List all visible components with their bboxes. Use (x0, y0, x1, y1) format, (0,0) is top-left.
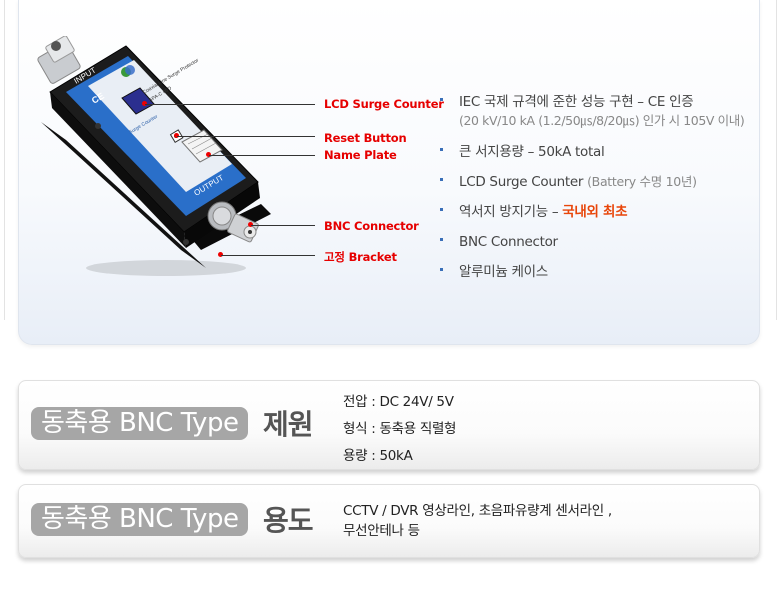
bullet-icon (440, 268, 443, 271)
usage-type-pill: 동축용 BNC Type (31, 503, 249, 536)
callout-line-bracket (221, 255, 315, 256)
bullet-icon (440, 238, 443, 241)
bullet-icon (440, 208, 443, 211)
right-border-line (776, 0, 777, 320)
usage-line-1: CCTV / DVR 영상라인, 초음파유량계 센서라인 , (343, 503, 612, 519)
feature-item: LCD Surge Counter (Battery 수명 10년) (440, 172, 760, 202)
feature-item: BNC Connector (440, 232, 760, 262)
usage-box: 동축용 BNC Type 용도 CCTV / DVR 영상라인, 초음파유량계 … (18, 484, 760, 558)
feature-text: LCD Surge Counter (459, 174, 584, 190)
feature-text: IEC 국제 규격에 준한 성능 구현 – CE 인증 (459, 94, 694, 110)
feature-text: 알루미늄 케이스 (459, 264, 548, 280)
callout-name-plate: Name Plate (324, 148, 397, 162)
spec-type: 형식 : 동축용 직렬형 (343, 421, 457, 437)
callout-line-reset (177, 136, 315, 137)
callout-line-nameplate (209, 155, 315, 156)
callout-dot-bnc (248, 222, 253, 227)
left-border-line (4, 0, 5, 320)
feature-subtext: (20 kV/10 kA (1.2/50㎲/8/20㎲) 인가 시 105V 이… (459, 113, 745, 128)
spec-voltage: 전압 : DC 24V/ 5V (343, 394, 454, 410)
bullet-icon (440, 178, 443, 181)
spec-type-pill: 동축용 BNC Type (31, 407, 249, 440)
feature-text: 큰 서지용량 – 50kA total (459, 144, 605, 160)
usage-title: 용도 (263, 504, 314, 537)
callout-reset-button: Reset Button (324, 131, 407, 145)
feature-list: IEC 국제 규격에 준한 성능 구현 – CE 인증 (20 kV/10 kA… (440, 92, 760, 292)
spec-title: 제원 (263, 408, 314, 441)
callout-dot-nameplate (206, 152, 211, 157)
feature-text: 역서지 방지기능 – (459, 204, 563, 220)
feature-item: 역서지 방지기능 – 국내외 최초 (440, 202, 760, 232)
callout-bracket: 고정 Bracket (324, 250, 397, 264)
feature-note: (Battery 수명 10년) (587, 174, 697, 189)
feature-item: 알루미늄 케이스 (440, 262, 760, 292)
callout-line-bnc (251, 225, 315, 226)
feature-item: IEC 국제 규격에 준한 성능 구현 – CE 인증 (20 kV/10 kA… (440, 92, 760, 142)
bullet-icon (440, 98, 443, 101)
spec-capacity: 용량 : 50kA (343, 448, 413, 464)
callout-line-lcd (145, 104, 315, 105)
bullet-icon (440, 148, 443, 151)
callout-dot-lcd (142, 101, 147, 106)
callout-bnc-connector: BNC Connector (324, 219, 419, 233)
callout-lcd-surge-counter: LCD Surge Counter (324, 97, 444, 111)
usage-line-2: 무선안테나 등 (343, 523, 420, 539)
callout-dot-reset (174, 133, 179, 138)
surge-protector-image: INPUT OUTPUT CE Surge Counter Coaxial Li… (37, 36, 271, 276)
spec-box: 동축용 BNC Type 제원 전압 : DC 24V/ 5V 형식 : 동축용… (18, 380, 760, 470)
callout-dot-bracket (218, 252, 223, 257)
feature-item: 큰 서지용량 – 50kA total (440, 142, 760, 172)
feature-text: BNC Connector (459, 234, 558, 250)
feature-highlight: 국내외 최초 (562, 204, 628, 220)
